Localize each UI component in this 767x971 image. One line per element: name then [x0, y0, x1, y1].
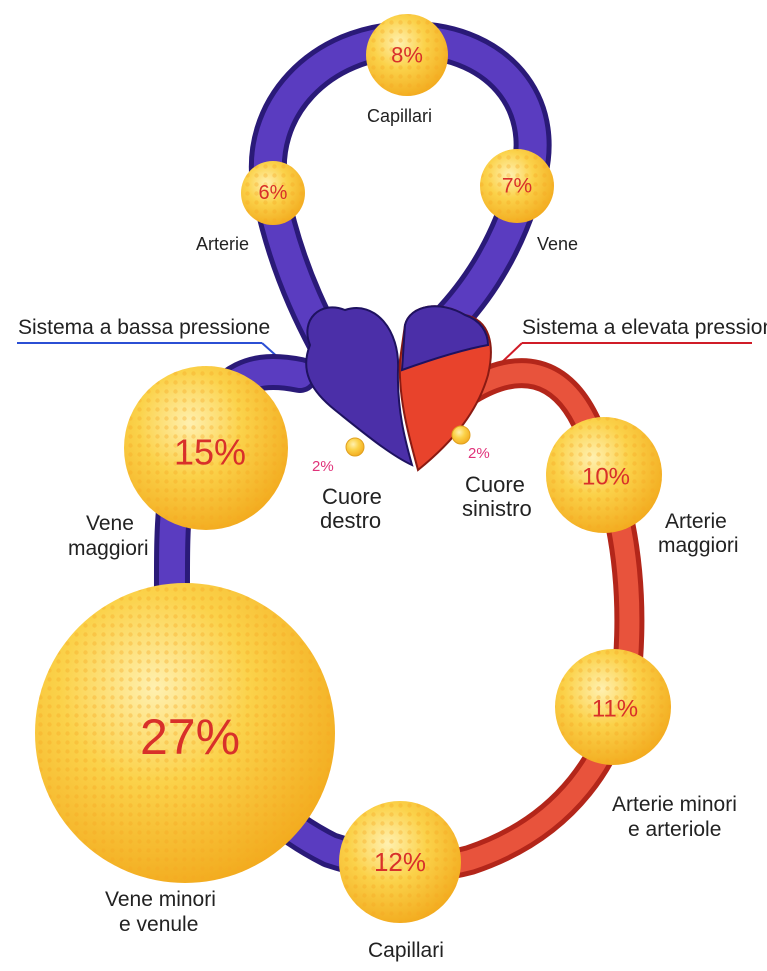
pulmonary-arteries-node: 6% — [241, 161, 305, 225]
major-arteries-label-2: maggiori — [658, 534, 739, 558]
minor-veins-pct: 27% — [140, 709, 240, 765]
minor-arteries-pct: 11% — [592, 696, 638, 723]
systemic-capillaries-pct: 12% — [374, 847, 426, 877]
minor-veins-label-2: e venule — [119, 913, 198, 937]
major-veins-label-1: Vene — [86, 512, 134, 536]
minor-arteries-node: 11% — [555, 649, 671, 765]
left-heart-pct: 2% — [468, 445, 490, 462]
major-arteries-label-1: Arterie — [665, 510, 727, 534]
major-veins-label-2: maggiori — [68, 537, 149, 561]
right-heart-dot — [346, 438, 364, 456]
systemic-capillaries-label: Capillari — [368, 939, 444, 963]
systemic-capillaries-node: 12% — [339, 801, 461, 923]
pulmonary-veins-pct: 7% — [502, 175, 532, 198]
major-veins-node: 15% — [124, 366, 288, 530]
right-heart-pct: 2% — [312, 458, 334, 475]
left-heart-dot — [452, 426, 470, 444]
pulmonary-arteries-label: Arterie — [196, 234, 249, 255]
major-veins-pct: 15% — [174, 432, 246, 473]
pulmonary-capillaries-node: 8% — [366, 14, 448, 96]
high-pressure-label: Sistema a elevata pressione — [522, 316, 767, 340]
pulmonary-arteries-pct: 6% — [259, 182, 288, 204]
pulmonary-capillaries-pct: 8% — [391, 43, 423, 68]
minor-arteries-label-1: Arterie minori — [612, 793, 737, 817]
low-pressure-label: Sistema a bassa pressione — [18, 316, 270, 340]
major-arteries-pct: 10% — [582, 464, 630, 491]
right-heart-label-1: Cuore — [322, 484, 382, 509]
minor-veins-label-1: Vene minori — [105, 888, 216, 912]
left-heart-label-2: sinistro — [462, 496, 532, 521]
pulmonary-capillaries-label: Capillari — [367, 106, 432, 127]
major-arteries-node: 10% — [546, 417, 662, 533]
right-heart-label-2: destro — [320, 508, 381, 533]
pulmonary-veins-node: 7% — [480, 149, 554, 223]
minor-arteries-label-2: e arteriole — [628, 818, 721, 842]
minor-veins-node: 27% — [35, 583, 335, 883]
left-heart-label-1: Cuore — [465, 472, 525, 497]
pulmonary-veins-label: Vene — [537, 234, 578, 255]
